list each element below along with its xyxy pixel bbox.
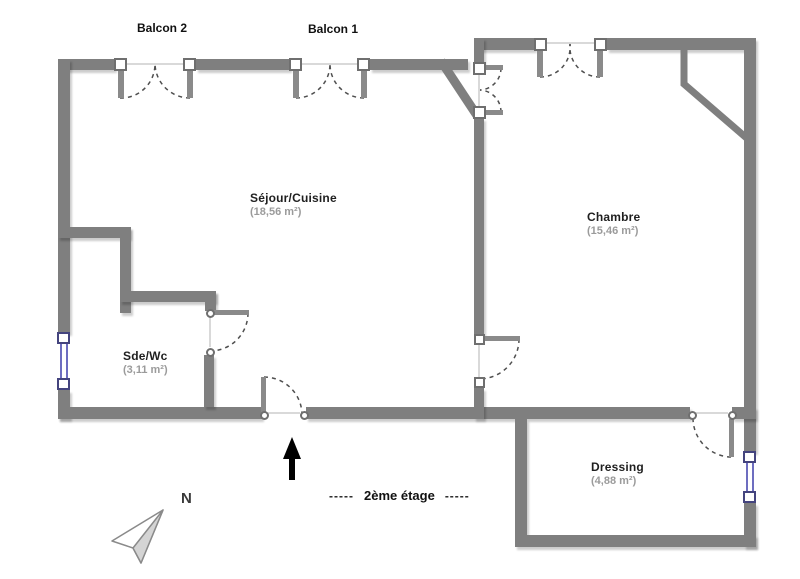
door-leaf [485, 110, 503, 115]
opening-line [478, 74, 480, 106]
opening-line [268, 412, 300, 414]
door-leaf [212, 310, 249, 315]
opening-line [302, 63, 357, 65]
opening-line [209, 317, 211, 347]
door-post [594, 38, 607, 51]
north-compass-icon [111, 509, 164, 564]
entrance-arrow-icon [283, 437, 301, 480]
door-swing-arc [478, 338, 520, 380]
opening-line [696, 412, 728, 414]
wall-segment [120, 227, 131, 313]
door-leaf [293, 71, 299, 98]
room-area: (18,56 m²) [250, 206, 302, 218]
door-hinge [206, 348, 215, 357]
wall-segment [477, 38, 535, 50]
door-leaf [485, 65, 503, 70]
door-post [357, 58, 370, 71]
door-leaf [361, 71, 367, 98]
door-swing-arc [692, 418, 732, 458]
door-post [289, 58, 302, 71]
door-leaf [261, 377, 266, 415]
door-swing-arc [209, 312, 249, 352]
opening-line [478, 345, 480, 377]
wall-segment [744, 38, 756, 452]
wall-segment [58, 59, 70, 333]
compass-outline [111, 509, 164, 564]
wall-segment [474, 118, 484, 334]
window-cap [57, 332, 70, 344]
wall-segment [474, 388, 484, 419]
wall-segment [120, 291, 216, 302]
wall-segment [515, 535, 756, 547]
door-leaf [597, 51, 603, 77]
door-post [114, 58, 127, 71]
room-name: Séjour/Cuisine [250, 191, 337, 205]
wall-segment [204, 355, 214, 407]
window-cap [743, 491, 756, 503]
wall-segment [58, 407, 262, 419]
door-leaf [537, 51, 543, 77]
floor-dashes-right: ----- [444, 488, 470, 503]
wall-segment [205, 291, 216, 311]
wall-segment [58, 227, 130, 238]
room-area: (3,11 m²) [123, 364, 168, 376]
floor-label: ----- 2ème étage ----- [329, 488, 470, 503]
door-hinge [260, 411, 269, 420]
door-post [534, 38, 547, 51]
room-area: (15,46 m²) [587, 225, 639, 237]
north-label: N [181, 490, 192, 507]
door-hinge [728, 411, 737, 420]
door-post [474, 377, 485, 388]
room-label-dressing: Dressing (4,88 m²) [591, 460, 644, 487]
room-label-sde-wc: Sde/Wc (3,11 m²) [123, 349, 168, 376]
floor-text: 2ème étage [363, 488, 435, 503]
compass-fill [132, 509, 164, 564]
wall-segment [306, 407, 690, 419]
wall-segment [732, 407, 756, 419]
opening-line [127, 63, 183, 65]
room-name: Dressing [591, 460, 644, 474]
room-label-chambre: Chambre (15,46 m²) [587, 210, 640, 237]
door-post [473, 106, 486, 119]
door-leaf [187, 71, 193, 98]
room-area: (4,88 m²) [591, 475, 637, 487]
door-post [473, 62, 486, 75]
wall-segment [515, 419, 527, 535]
room-name: Sde/Wc [123, 349, 168, 363]
door-hinge [300, 411, 309, 420]
door-post [183, 58, 196, 71]
wall-segment [474, 38, 484, 65]
wall-segment [58, 59, 115, 70]
floor-dashes-left: ----- [329, 488, 354, 503]
wall-segment [607, 38, 753, 50]
door-hinge [206, 309, 215, 318]
balcony-1-label: Balcon 1 [308, 22, 359, 36]
corner-chamfer-wall [680, 49, 753, 144]
door-swing-arc [263, 376, 303, 415]
door-leaf [729, 419, 734, 457]
balcony-2-label: Balcon 2 [137, 21, 188, 35]
window-glass [746, 463, 754, 491]
window-cap [57, 378, 70, 390]
opening-line [547, 42, 594, 44]
wall-segment [196, 59, 290, 70]
door-leaf [118, 71, 124, 98]
window-glass [60, 344, 68, 378]
door-hinge [688, 411, 697, 420]
door-leaf [484, 336, 520, 341]
window-cap [743, 451, 756, 463]
room-name: Chambre [587, 210, 641, 224]
door-post [474, 334, 485, 345]
wall-segment [370, 59, 468, 70]
room-label-sejour-cuisine: Séjour/Cuisine (18,56 m²) [250, 191, 337, 218]
